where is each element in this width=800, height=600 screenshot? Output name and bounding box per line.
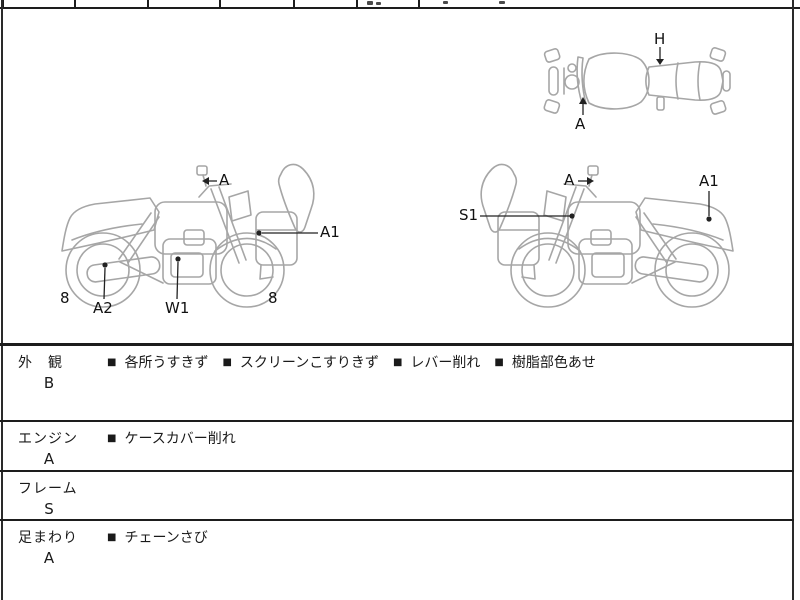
table-border	[0, 470, 794, 472]
clipped-text-fragment	[376, 2, 381, 5]
sheet-left-border	[1, 0, 3, 600]
marker-dot-left-a1	[256, 230, 262, 236]
table-border	[0, 519, 794, 521]
table-border	[0, 420, 794, 422]
defect-text: レバー削れ	[410, 355, 481, 371]
defect-text: 樹脂部色あせ	[511, 355, 596, 371]
defect-text: スクリーンこすりきず	[239, 355, 379, 371]
defect-item: ■ スクリーンこすりきず	[222, 352, 378, 372]
condition-row-undercarriage: 足まわり A ■ チェーンさび	[2, 521, 792, 600]
defect-item: ■ 樹脂部色あせ	[494, 352, 595, 372]
clipped-header-row	[0, 0, 800, 9]
callout-label-left-a1: A1	[320, 223, 340, 241]
leader-line-w1	[176, 261, 179, 300]
header-cell-divider	[219, 0, 221, 7]
header-cell-divider	[418, 0, 420, 7]
grade-value: A	[43, 450, 55, 468]
defect-item: ■ レバー削れ	[393, 352, 480, 372]
condition-row-exterior: 外 観 B ■ 各所うすきず ■ スクリーンこすりきず ■ レバー削れ ■ 樹脂部色あせ	[2, 346, 792, 420]
header-cell-divider	[293, 0, 295, 7]
callout-label-h: H	[654, 30, 666, 48]
bullet-icon: ■	[494, 357, 504, 368]
header-bottom-border	[0, 7, 800, 9]
callout-label-s1: S1	[459, 206, 479, 224]
condition-row-engine: エンジン A ■ ケースカバー削れ	[2, 422, 792, 470]
category-label: 外 観	[18, 355, 63, 371]
arrowhead-left-a	[202, 177, 209, 185]
marker-dot-s1	[569, 213, 575, 219]
header-cell-divider	[74, 0, 76, 7]
marker-dot-right-a1	[706, 216, 712, 222]
motorcycle-top-view	[543, 47, 731, 115]
bullet-icon: ■	[392, 357, 403, 368]
clipped-text-fragment	[443, 1, 448, 4]
grade-value: S	[44, 500, 54, 518]
defect-item: ■ 各所うすきず	[107, 352, 208, 372]
grade-value: A	[43, 549, 55, 567]
header-cell-divider	[356, 0, 358, 7]
wheel-grade-right: 8	[268, 289, 278, 307]
callout-label-topview-a: A	[575, 115, 586, 133]
defect-item: ■ チェーンさび	[107, 527, 208, 547]
arrowhead-topview-a	[579, 97, 587, 104]
wheel-grade-left: 8	[60, 289, 70, 307]
clipped-text-fragment	[367, 1, 373, 5]
category-label: フレーム	[18, 481, 78, 497]
callout-label-right-a1: A1	[699, 172, 719, 190]
bullet-icon: ■	[222, 357, 232, 368]
motorcycle-left-side-view	[61, 163, 315, 308]
callout-label-right-a: A	[564, 171, 575, 189]
defect-text: 各所うすきず	[124, 355, 209, 371]
defect-items: ■ チェーンさび	[107, 527, 208, 547]
arrowhead-right-a	[587, 177, 594, 185]
defect-text: チェーンさび	[124, 530, 208, 546]
defect-items: ■ 各所うすきず ■ スクリーンこすりきず ■ レバー削れ ■ 樹脂部色あせ	[107, 352, 596, 372]
defect-text: ケースカバー削れ	[124, 431, 236, 447]
arrowhead-h	[656, 59, 664, 65]
header-cell-divider	[2, 0, 4, 7]
category-label: エンジン	[18, 431, 78, 447]
defect-items: ■ ケースカバー削れ	[107, 428, 236, 448]
table-border	[0, 343, 794, 346]
marker-dot-a2	[102, 262, 108, 268]
sheet-right-border	[792, 0, 794, 600]
condition-row-frame: フレーム S	[2, 472, 792, 519]
bullet-icon: ■	[107, 433, 117, 444]
bullet-icon: ■	[107, 532, 117, 543]
bullet-icon: ■	[107, 357, 117, 368]
callout-leader-lines	[102, 47, 712, 300]
grade-value: B	[43, 374, 55, 392]
callout-label-w1: W1	[165, 299, 190, 317]
header-cell-divider	[147, 0, 149, 7]
clipped-text-fragment	[499, 1, 505, 4]
motorcycle-right-side-view	[480, 163, 734, 308]
category-label: 足まわり	[18, 530, 78, 546]
callout-label-a2: A2	[93, 299, 113, 317]
defect-item: ■ ケースカバー削れ	[107, 428, 236, 448]
callout-label-left-a: A	[219, 171, 230, 189]
marker-dot-w1	[175, 256, 181, 262]
leader-line-a2	[103, 267, 106, 300]
